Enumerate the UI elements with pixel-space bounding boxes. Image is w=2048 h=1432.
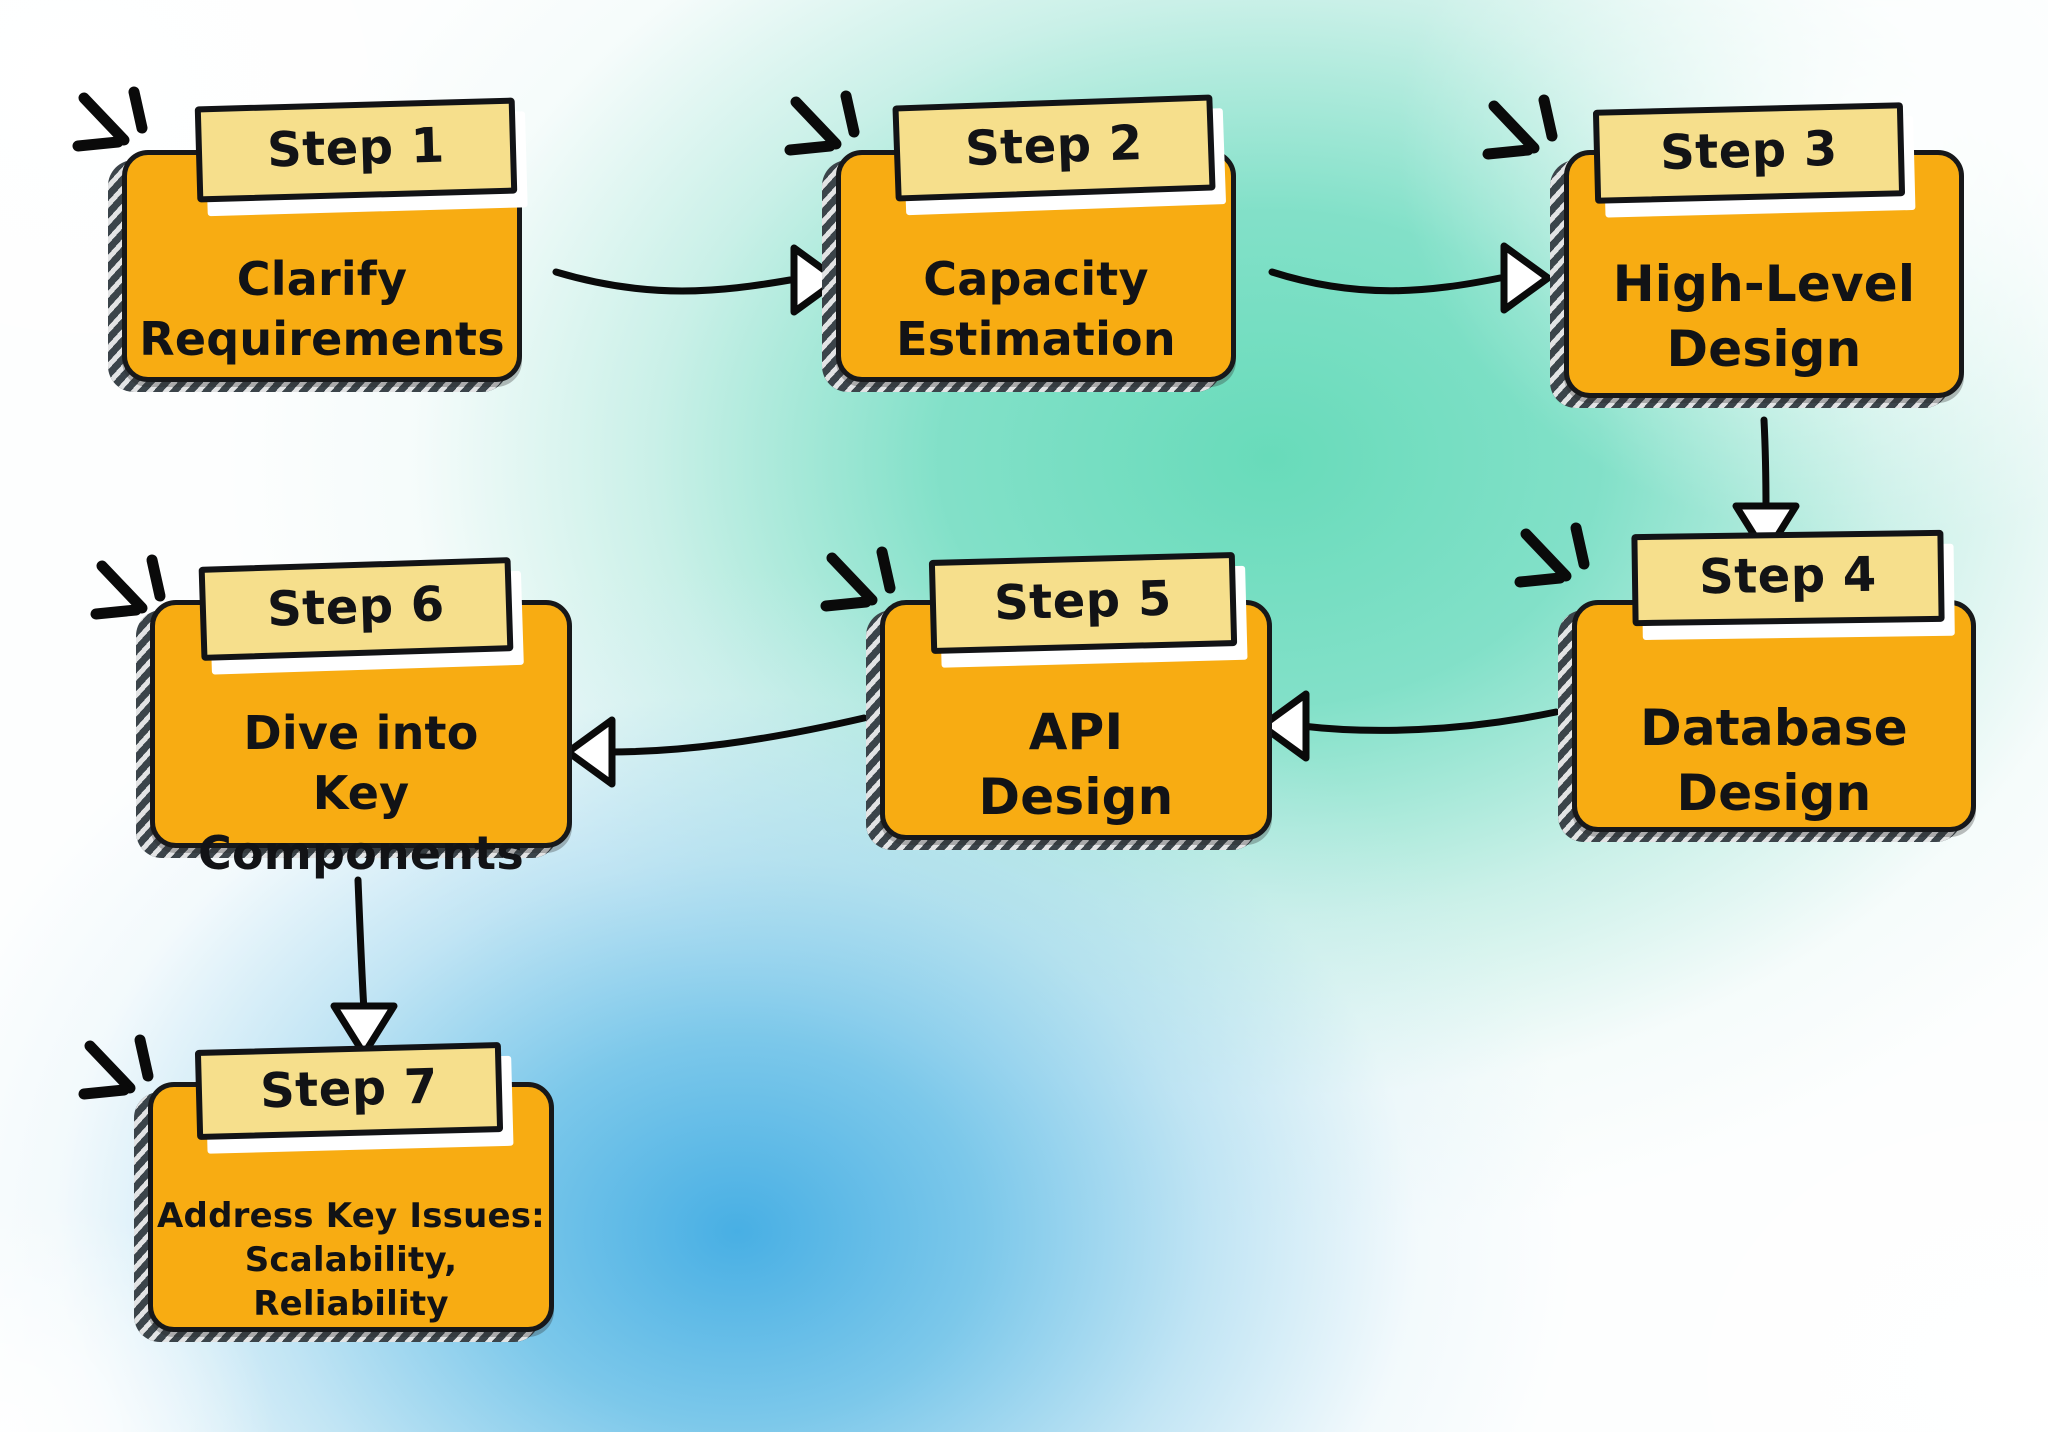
tab-label: Step 4 bbox=[1698, 546, 1878, 606]
tab-plate: Step 1 bbox=[194, 97, 518, 203]
tab-label: Step 5 bbox=[993, 570, 1173, 632]
tab-plate: Step 5 bbox=[928, 552, 1238, 654]
arrowhead-step3 bbox=[1500, 242, 1552, 314]
tab-plate: Step 3 bbox=[1592, 102, 1906, 204]
tab-plate: Step 6 bbox=[198, 557, 514, 661]
node-tab-step2[interactable]: Step 2 bbox=[892, 94, 1227, 216]
tab-label: Step 7 bbox=[259, 1058, 439, 1120]
arrowhead-step2 bbox=[790, 244, 842, 316]
edge-step4-step5 bbox=[1298, 708, 1560, 734]
node-tab-step4[interactable]: Step 4 bbox=[1631, 529, 1955, 641]
tab-label: Step 6 bbox=[266, 576, 446, 638]
sparkle-icon bbox=[78, 1034, 154, 1100]
sparkle-icon bbox=[1514, 522, 1590, 588]
node-tab-step7[interactable]: Step 7 bbox=[194, 1042, 514, 1154]
node-tab-step3[interactable]: Step 3 bbox=[1592, 102, 1916, 218]
sparkle-icon bbox=[784, 90, 860, 156]
node-tab-step1[interactable]: Step 1 bbox=[194, 97, 528, 217]
edge-step3-step4 bbox=[1760, 416, 1770, 514]
sparkle-icon bbox=[1482, 94, 1558, 160]
tab-label: Step 2 bbox=[964, 114, 1144, 178]
edge-step6-step7 bbox=[354, 876, 368, 1014]
edge-step1-step2 bbox=[552, 268, 794, 295]
arrowhead-step4 bbox=[1732, 502, 1800, 558]
node-tab-step6[interactable]: Step 6 bbox=[198, 557, 524, 675]
tab-plate: Step 2 bbox=[892, 94, 1216, 202]
tab-label: Step 3 bbox=[1659, 120, 1839, 182]
tab-label: Step 1 bbox=[266, 117, 446, 179]
sparkle-icon bbox=[72, 86, 148, 152]
arrowhead-step6 bbox=[564, 716, 616, 788]
node-body bbox=[1572, 600, 1976, 832]
tab-plate: Step 7 bbox=[194, 1042, 504, 1140]
arrowhead-step7 bbox=[330, 1002, 398, 1058]
sparkle-icon bbox=[90, 554, 166, 620]
edge-step2-step3 bbox=[1268, 268, 1504, 295]
node-tab-step5[interactable]: Step 5 bbox=[928, 552, 1248, 668]
arrowhead-step5 bbox=[1258, 690, 1310, 762]
sparkle-icon bbox=[820, 546, 896, 612]
tab-plate: Step 4 bbox=[1631, 529, 1945, 627]
edge-step5-step6 bbox=[604, 714, 868, 756]
